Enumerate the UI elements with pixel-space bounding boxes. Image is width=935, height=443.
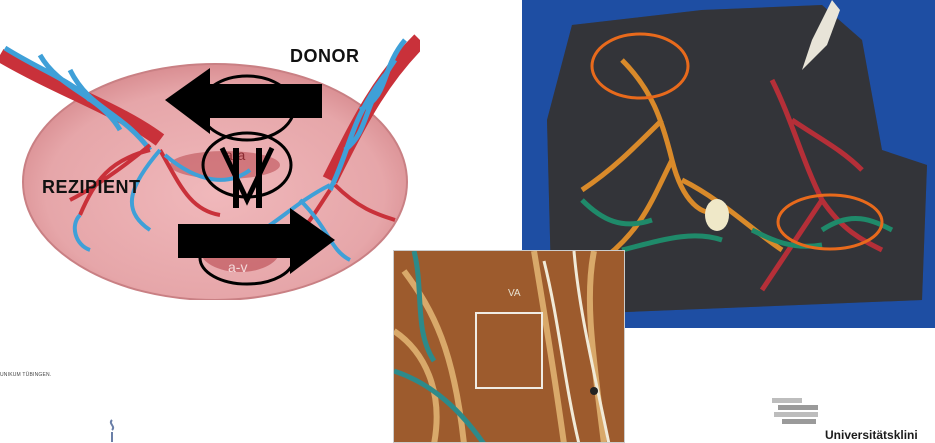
clinic-logo-icon <box>100 418 130 443</box>
university-logo-icon <box>772 398 832 430</box>
fetoscopy-closeup-photo <box>393 250 625 443</box>
recipient-label: REZIPIENT <box>42 177 141 198</box>
donor-label: DONOR <box>290 46 360 67</box>
university-name: Universitätsklini <box>825 428 918 442</box>
anastomosis-diagram: a-a a-v <box>0 0 420 300</box>
anastomosis-av-label: a-v <box>228 259 247 275</box>
va-label: VA <box>508 288 521 299</box>
clinic-footer-text: UNIKUM TÜBINGEN. <box>0 372 51 378</box>
